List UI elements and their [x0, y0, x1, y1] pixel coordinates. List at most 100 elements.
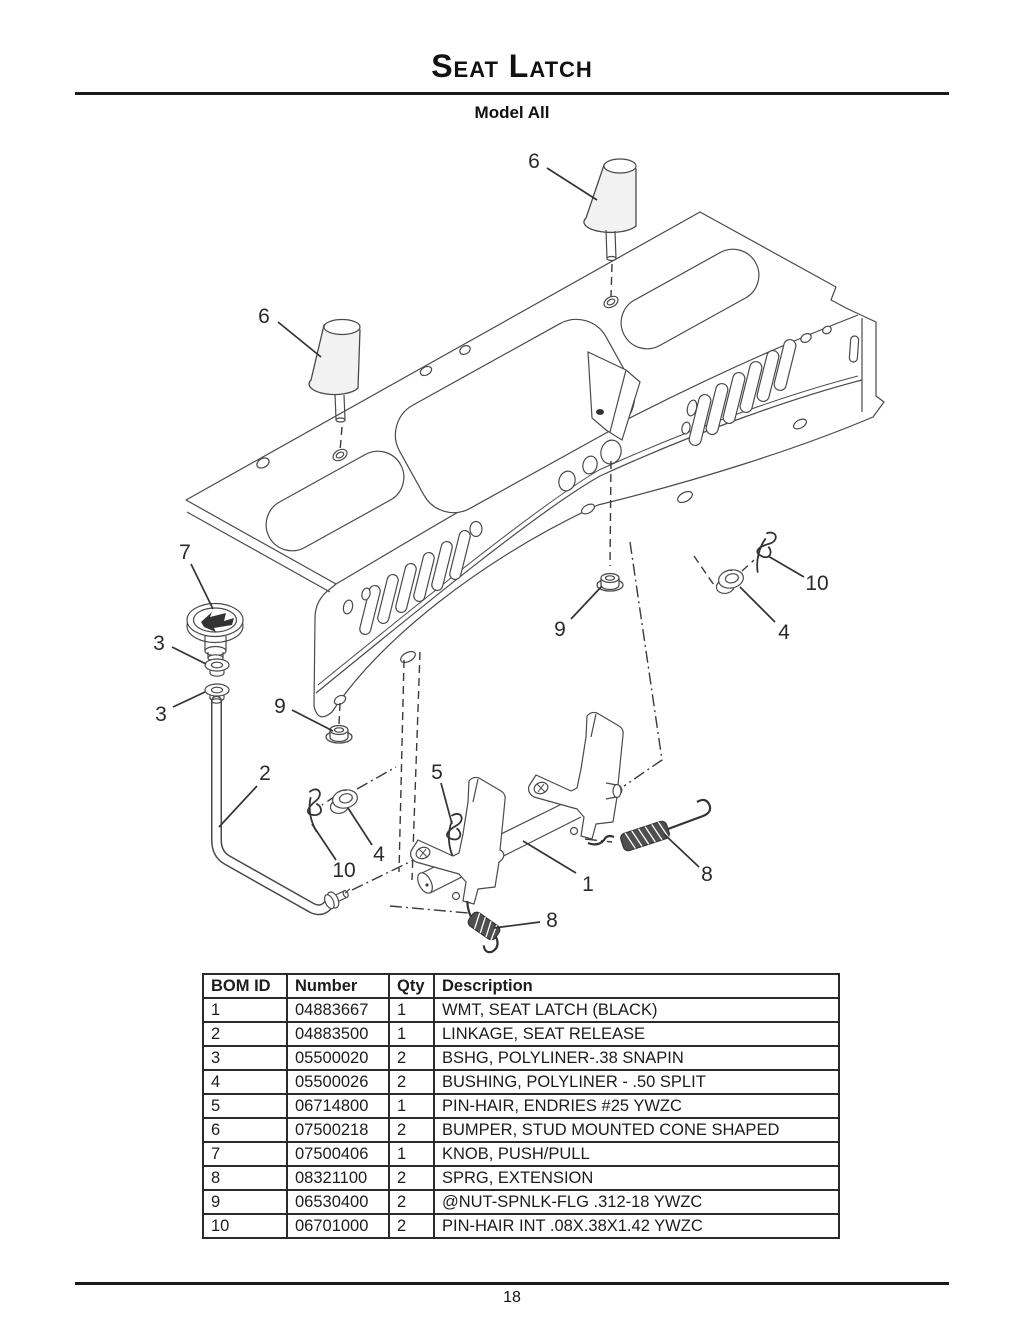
hair-pin-left: [305, 788, 325, 834]
table-cell: PIN-HAIR INT .08X.38X1.42 YWZC: [433, 1213, 840, 1239]
table-cell: 1: [388, 1093, 435, 1119]
page-title: Seat Latch: [431, 48, 593, 84]
latch-stud: [605, 782, 622, 800]
table-cell: 04883500: [286, 1021, 390, 1047]
split-bushing-left: [326, 786, 361, 816]
cone-bumper-right: [583, 158, 637, 262]
table-cell: 8: [202, 1165, 288, 1191]
callout-8-bottom: 8: [546, 909, 558, 932]
column-header: BOM ID: [202, 973, 288, 999]
callout-4-right: 4: [778, 621, 790, 644]
split-bushing-right: [712, 566, 747, 596]
table-cell: 1: [388, 1141, 435, 1167]
table-cell: 2: [388, 1045, 435, 1071]
center-cutout: [394, 318, 636, 514]
callout-6-right: 6: [528, 150, 540, 173]
table-cell: 1: [388, 997, 435, 1023]
table-cell: 9: [202, 1189, 288, 1215]
table-cell: 7: [202, 1141, 288, 1167]
callout-6-left: 6: [258, 305, 270, 328]
page-number: 18: [503, 1289, 521, 1306]
footer-rule: [75, 1282, 949, 1285]
callout-leaders: [171, 167, 805, 929]
callout-9-left: 9: [274, 695, 286, 718]
callout-1: 1: [582, 873, 594, 896]
table-cell: LINKAGE, SEAT RELEASE: [433, 1021, 840, 1047]
snapin-bushing-upper: [204, 658, 230, 677]
table-cell: 5: [202, 1093, 288, 1119]
column-header: Qty: [388, 973, 435, 999]
table-cell: 1: [388, 1021, 435, 1047]
table-cell: PIN-HAIR, ENDRIES #25 YWZC: [433, 1093, 840, 1119]
stud-hole-left: [332, 448, 348, 462]
table-cell: 05500026: [286, 1069, 390, 1095]
table-cell: 4: [202, 1069, 288, 1095]
callout-3-upper: 3: [153, 632, 165, 655]
cone-bumper-left: [308, 318, 361, 423]
table-cell: 2: [388, 1213, 435, 1239]
title-rule: [75, 92, 949, 95]
assembly-dashed-lines: [321, 263, 755, 914]
table-cell: 06714800: [286, 1093, 390, 1119]
table-cell: 2: [202, 1021, 288, 1047]
callout-10-left: 10: [332, 859, 355, 882]
column-header: Description: [433, 973, 840, 999]
table-cell: SPRG, EXTENSION: [433, 1165, 840, 1191]
column-header: Number: [286, 973, 390, 999]
flange-nut-left: [325, 724, 353, 744]
table-cell: 07500218: [286, 1117, 390, 1143]
callout-7: 7: [179, 541, 191, 564]
table-cell: 3: [202, 1045, 288, 1071]
callout-4-left: 4: [373, 843, 385, 866]
seat-latch-weldment: [409, 711, 624, 905]
callout-3-lower: 3: [155, 703, 167, 726]
seat-pan-panel: [185, 211, 885, 718]
table-cell: 6: [202, 1117, 288, 1143]
table-cell: 04883667: [286, 997, 390, 1023]
oblong-cutout-left: [265, 450, 405, 552]
table-cell: 06530400: [286, 1189, 390, 1215]
table-cell: 08321100: [286, 1165, 390, 1191]
extension-spring-right: [587, 798, 712, 852]
table-cell: BUMPER, STUD MOUNTED CONE SHAPED: [433, 1117, 840, 1143]
vent-slots-right: [688, 338, 797, 447]
model-subtitle: Model All: [474, 103, 550, 122]
table-cell: @NUT-SPNLK-FLG .312-18 YWZC: [433, 1189, 840, 1215]
oblong-cutout-right: [620, 248, 760, 350]
table-cell: 2: [388, 1117, 435, 1143]
vent-slots-left: [359, 529, 471, 636]
push-pull-knob: [186, 602, 244, 662]
seat-release-linkage-rod: [211, 695, 351, 916]
callout-2: 2: [259, 762, 271, 785]
table-cell: KNOB, PUSH/PULL: [433, 1141, 840, 1167]
knob-arrow-icon: [201, 612, 234, 632]
table-cell: BUSHING, POLYLINER - .50 SPLIT: [433, 1069, 840, 1095]
table-cell: 06701000: [286, 1213, 390, 1239]
table-cell: 2: [388, 1189, 435, 1215]
stud-hole-right: [603, 295, 619, 309]
table-cell: 1: [202, 997, 288, 1023]
callout-8-right: 8: [701, 863, 713, 886]
table-cell: 07500406: [286, 1141, 390, 1167]
latch-bracket-tab: [587, 351, 641, 441]
table-cell: 10: [202, 1213, 288, 1239]
callout-5: 5: [431, 761, 443, 784]
extension-spring-bottom: [466, 900, 501, 954]
callout-9-right: 9: [554, 618, 566, 641]
table-cell: BSHG, POLYLINER-.38 SNAPIN: [433, 1045, 840, 1071]
table-cell: 05500020: [286, 1045, 390, 1071]
table-cell: WMT, SEAT LATCH (BLACK): [433, 997, 840, 1023]
